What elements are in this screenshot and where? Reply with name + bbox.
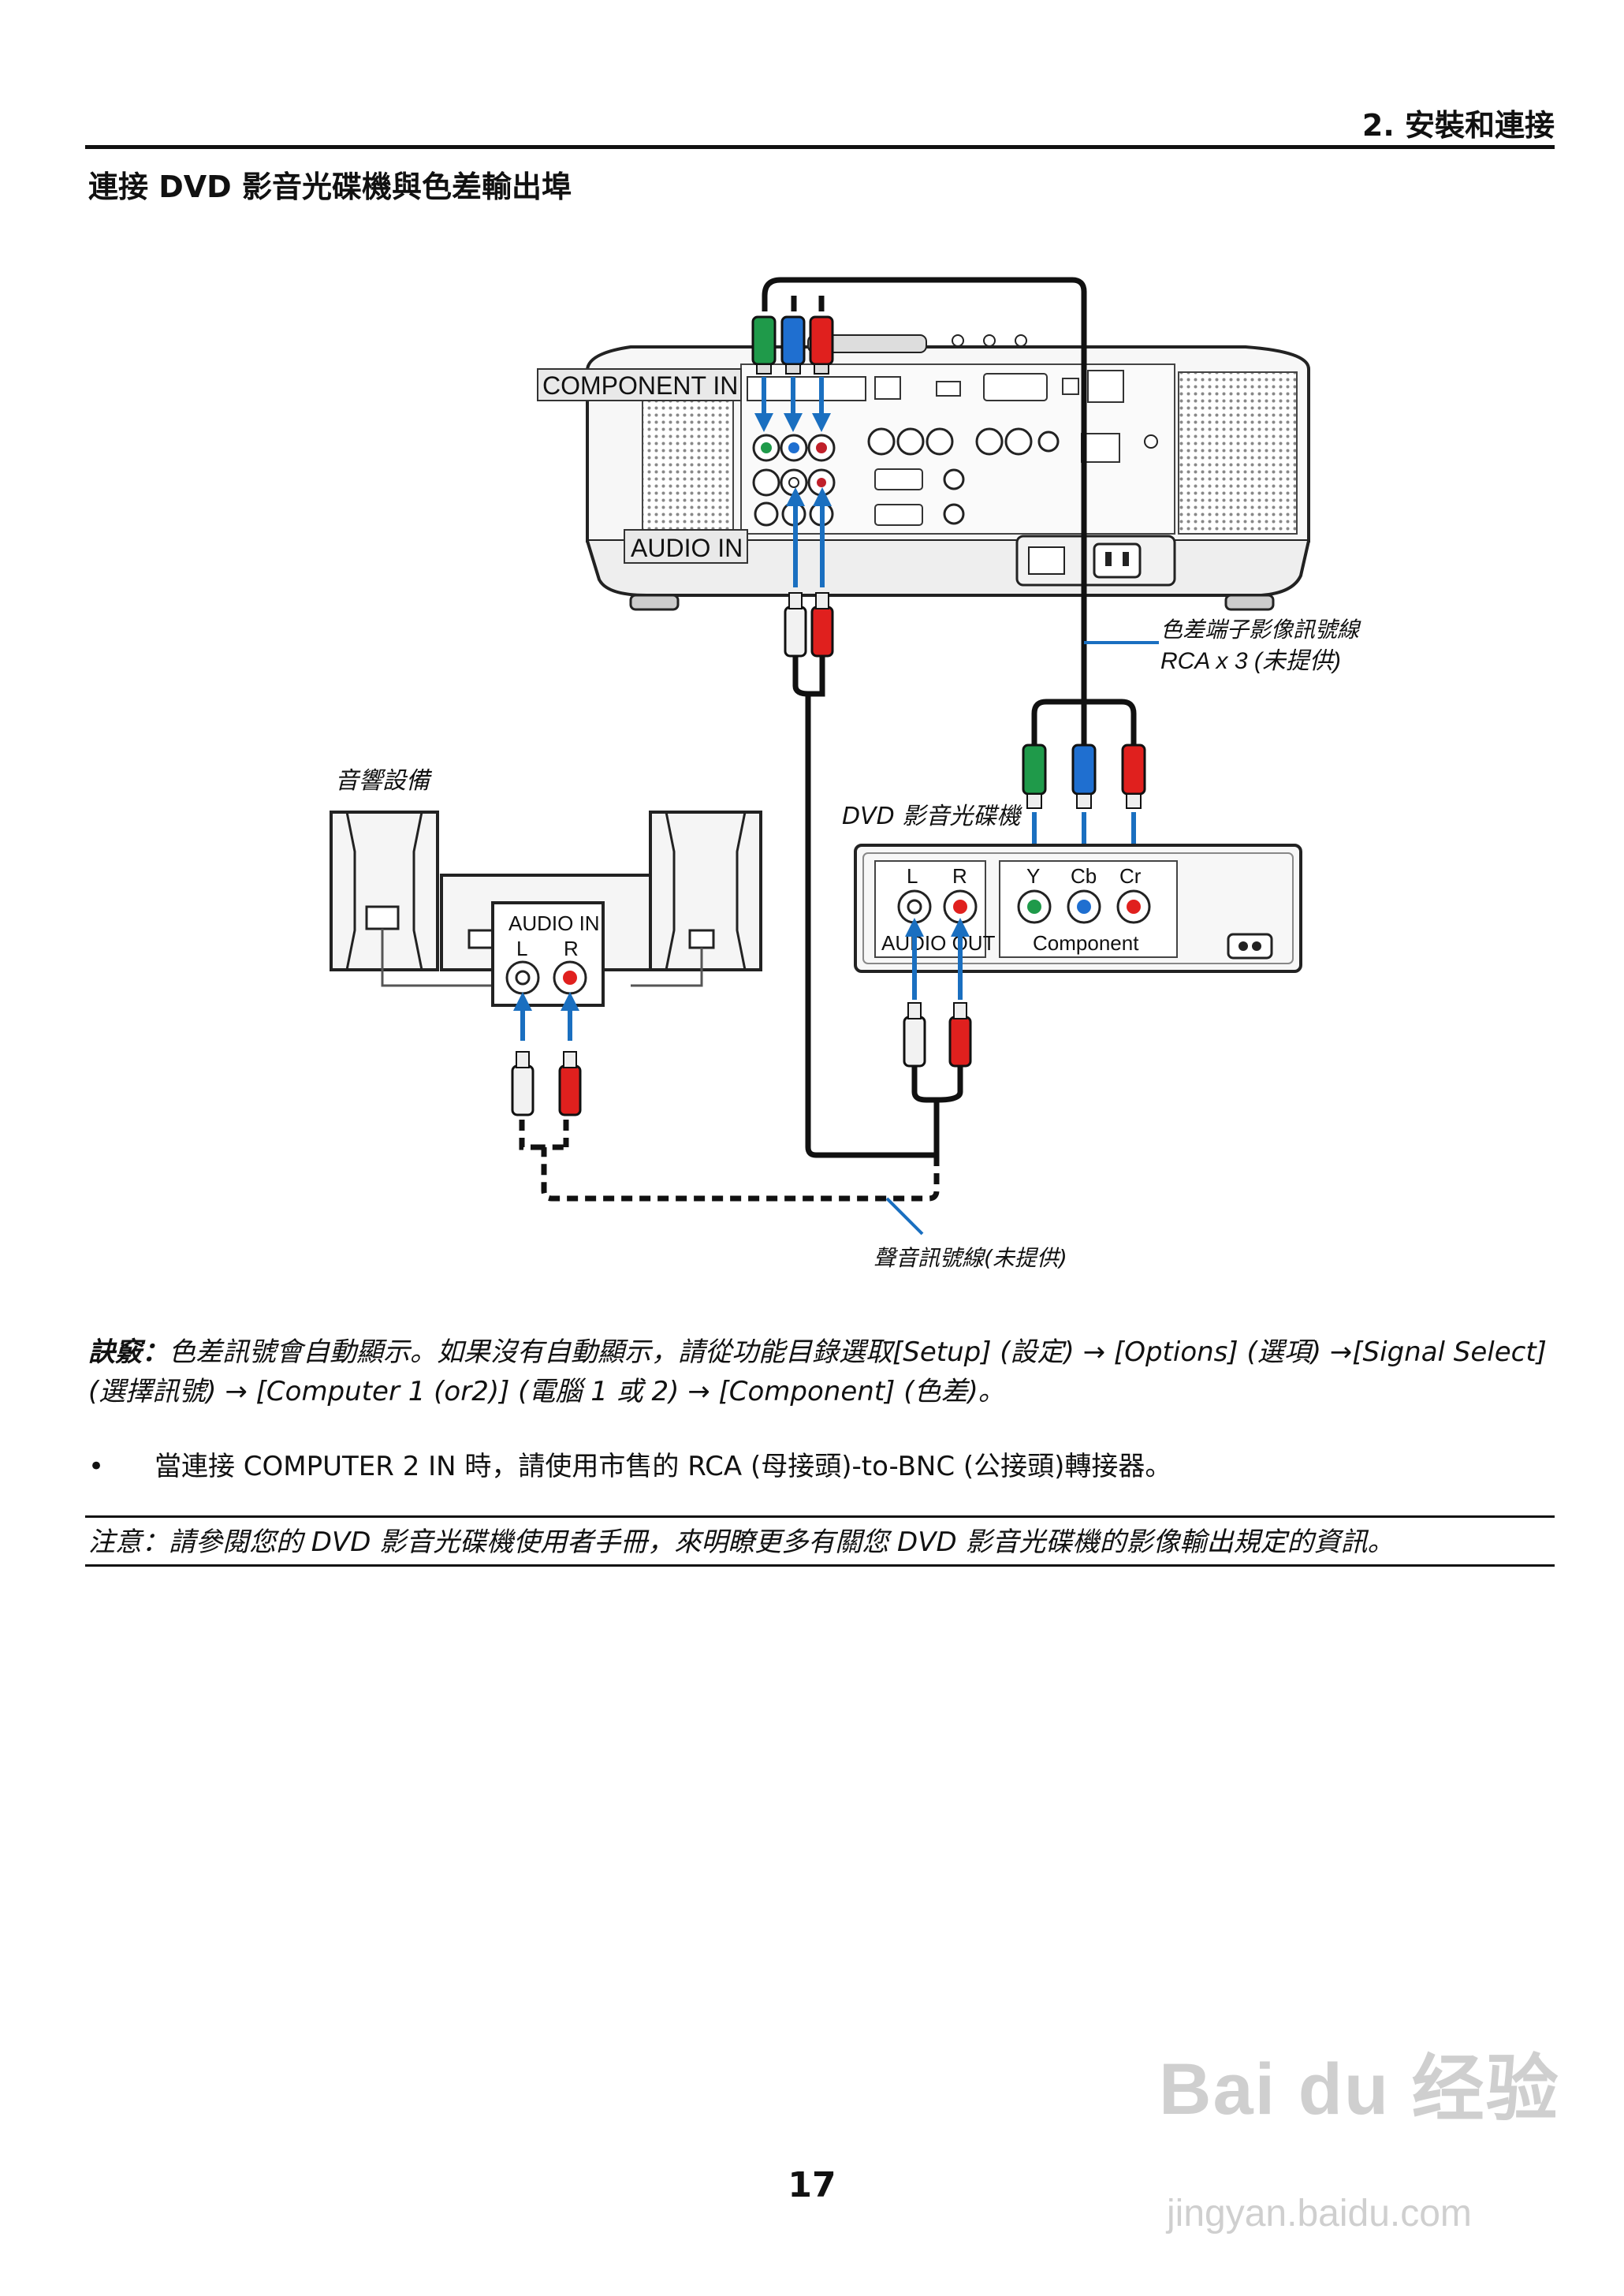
component-plugs-projector	[751, 315, 834, 375]
note-rule-bottom	[85, 1564, 1555, 1567]
projector-audio-label: AUDIO IN	[631, 534, 743, 562]
page-number: 17	[788, 2165, 836, 2205]
watermark-brand: Bai du 经验	[1159, 2049, 1560, 2130]
connection-diagram: COMPONENT IN AUDIO IN 色差端子影像訊號線 R	[330, 277, 1361, 1271]
speaker-label-L: L	[516, 937, 527, 960]
tip-lead: 訣竅：	[88, 1336, 169, 1368]
note-rule-top	[85, 1515, 1555, 1518]
audio-equipment	[330, 811, 762, 1007]
audio-equipment-label: 音響設備	[335, 767, 433, 795]
section-title: 連接 DVD 影音光碟機與色差輸出埠	[88, 170, 572, 204]
dvd-label-Cr: Cr	[1119, 864, 1142, 888]
component-cable-label-1: 色差端子影像訊號線	[1160, 617, 1361, 643]
component-cable-label-2: RCA x 3 (未提供)	[1160, 648, 1341, 674]
speaker-label-R: R	[564, 937, 579, 960]
projector	[586, 334, 1310, 611]
dvd-component-label: Component	[1033, 931, 1139, 955]
bullet-text: 當連接 COMPUTER 2 IN 時，請使用市售的 RCA (母接頭)-to-…	[155, 1451, 1172, 1482]
header-rule	[85, 145, 1555, 149]
dvd-player-label: DVD 影音光碟機	[842, 803, 1022, 830]
tip-text-1: 色差訊號會自動顯示。如果沒有自動顯示，請從功能目錄選取[Setup] (設定) …	[169, 1336, 1547, 1368]
bullet-marker: •	[88, 1451, 105, 1482]
baidu-watermark-logo: Bai du 经验	[1159, 2030, 1560, 2135]
dvd-audio-out-label: AUDIO OUT	[881, 931, 996, 955]
speaker-audio-plugs	[511, 1051, 582, 1116]
dvd-label-Cb: Cb	[1071, 864, 1097, 888]
tip-paragraph: 訣竅：色差訊號會自動顯示。如果沒有自動顯示，請從功能目錄選取[Setup] (設…	[88, 1332, 1555, 1411]
audio-cable-label: 聲音訊號線(未提供)	[873, 1245, 1067, 1271]
speaker-audio-in-label: AUDIO IN	[508, 911, 600, 935]
dvd-label-Y: Y	[1026, 864, 1040, 888]
dvd-player	[854, 844, 1302, 973]
chapter-heading: 2. 安裝和連接	[1361, 108, 1555, 143]
dvd-label-R: R	[952, 864, 967, 888]
baidu-watermark-url: jingyan.baidu.com	[1167, 2193, 1472, 2234]
note-text: 注意：請參閱您的 DVD 影音光碟機使用者手冊，來明瞭更多有關您 DVD 影音光…	[88, 1526, 1395, 1558]
dvd-audio-arrows	[905, 918, 970, 1000]
tip-text-2: (選擇訊號) → [Computer 1 (or2)] (電腦 1 或 2) →…	[88, 1376, 1005, 1407]
projector-component-label: COMPONENT IN	[542, 371, 738, 400]
projector-audio-arrows	[786, 487, 832, 587]
speaker-audio-arrows	[513, 992, 579, 1041]
audio-cable-dashed	[541, 1144, 940, 1202]
component-cable	[762, 277, 1137, 745]
component-plugs-dvd	[1022, 744, 1146, 809]
dvd-label-L: L	[907, 864, 918, 888]
bullet-item: • 當連接 COMPUTER 2 IN 時，請使用市售的 RCA (母接頭)-to…	[88, 1448, 1555, 1485]
dvd-audio-plugs	[903, 1002, 972, 1155]
audio-cable-projector	[784, 592, 937, 1158]
projector-component-arrows	[754, 377, 831, 432]
